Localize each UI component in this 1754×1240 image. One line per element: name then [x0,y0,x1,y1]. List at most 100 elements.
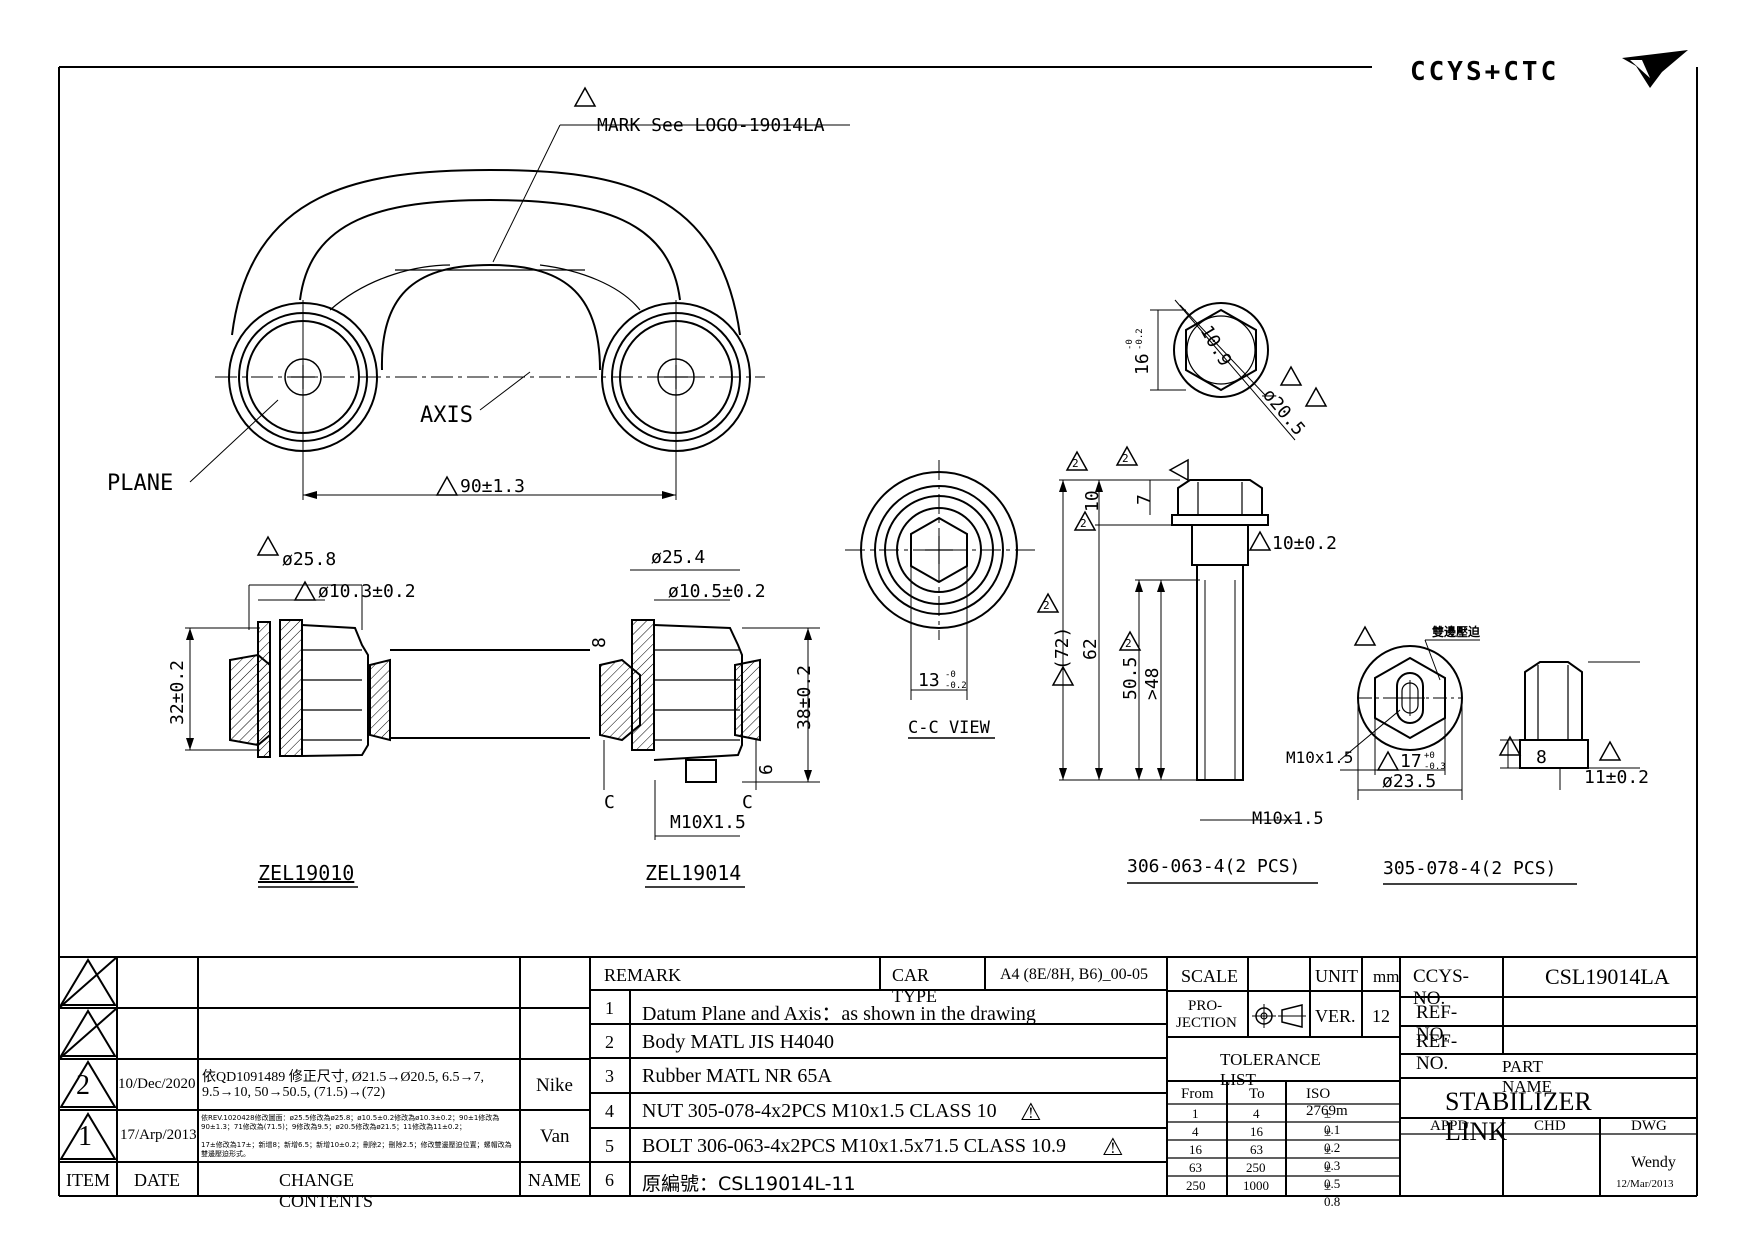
nut-side [1498,661,1640,790]
zel19014-flange: 8 [589,637,610,648]
zel19010-title: ZEL19010 [258,861,354,885]
rev-item-1: 1 [78,1121,92,1152]
tol-row-3-to: 63 [1250,1142,1263,1157]
remark-text-6: 原編號：CSL19014L-11 [642,1173,856,1195]
tol-row-2-to: 16 [1250,1124,1263,1139]
tol-row-1-tol: ± 0.1 [1324,1106,1341,1137]
nut-flange-dia: ø23.5 [1382,771,1436,792]
remark-warn-icon-5: ⚠ [1102,1133,1124,1161]
bolt-min-thread: >48 [1142,667,1163,700]
projection-label-2: JECTION [1176,1015,1237,1031]
section-mark-c1: C [604,792,615,813]
rev-mark-4: 2 [1125,637,1132,650]
remark-text-3: Rubber MATL NR 65A [642,1065,832,1087]
mark-note: MARK See LOGO-19014LA [597,115,825,136]
tol-row-1-to: 4 [1253,1106,1260,1121]
tol-row-4-to: 250 [1246,1160,1266,1175]
ref-label-1: REF-NO. [1416,1002,1458,1045]
zel19010-bore-dia: ø10.3±0.2 [318,581,416,602]
remark-no-1: 1 [605,998,614,1018]
car-type-label: CAR TYPE [892,965,937,1006]
dwg-date: 12/Mar/2013 [1616,1178,1674,1190]
bolt-flange-dia: ø20.5 [1258,385,1309,440]
bolt-title: 306-063-4(2 PCS) [1127,856,1300,877]
rev-contents-2: 依QD1091489 修正尺寸, Ø21.5→Ø20.5, 6.5→7, [202,1070,484,1085]
chd-label: CHD [1534,1118,1566,1134]
dwg-label: DWG [1631,1118,1667,1134]
cc-view [845,460,1035,700]
bolt-head-af-upper: -0 [1125,339,1135,350]
rev-contents-1-line2: 17±修改為17±；新增8；新增6.5；新增10±0.2；刪除2；刪除2.5；修… [201,1141,512,1158]
remark-no-3: 3 [605,1066,614,1086]
bolt-head-af-lower: -0.2 [1135,328,1145,350]
zel19014-step: 6 [756,764,777,775]
remark-no-4: 4 [605,1101,614,1121]
nut-top [1339,625,1480,800]
tol-row-4-from: 63 [1189,1160,1202,1175]
brand-text: CCYS+CTC [1410,57,1559,87]
tol-row-5-tol: ± 0.8 [1324,1178,1341,1209]
bolt-shank: 62 [1080,638,1101,660]
zel19014-outer-dia: ø25.4 [651,547,705,568]
rev-name-1: Van [540,1126,570,1147]
bolt-total-len: (72) [1052,627,1073,670]
nut-hex: 17 [1400,751,1422,772]
tol-row-5-to: 1000 [1243,1178,1269,1193]
bolt-collar: 10±0.2 [1272,533,1337,554]
tol-row-5-from: 250 [1186,1178,1206,1193]
zel19010-height: 32±0.2 [167,660,188,725]
rev-date-1: 17/Arp/2013 [120,1127,197,1143]
nut-hex-lower: -0.3 [1424,762,1446,772]
axis-label: AXIS [420,403,473,428]
remark-text-5: BOLT 306-063-4x2PCS M10x1.5x71.5 CLASS 1… [642,1135,1066,1157]
tol-header-from: From [1181,1086,1214,1102]
remark-text-2: Body MATL JIS H4040 [642,1031,835,1053]
title-block-grid [59,956,1697,1196]
bolt-thread: M10x1.5 [1252,809,1324,829]
bolt-side [1036,445,1300,821]
projection-label-1: PRO- [1188,998,1223,1014]
tol-header-iso: ISO 2769m [1306,1086,1348,1119]
rev-mark-1: 2 [1072,457,1079,470]
nut-height: 8 [1536,747,1547,768]
remark-text-4: NUT 305-078-4x2PCS M10x1.5 CLASS 10 [642,1100,997,1122]
rev-mark-5: 2 [1080,517,1087,530]
part-name-label: PART NAME [1502,1057,1553,1096]
bolt-thread-len: 50.5 [1120,657,1141,700]
tol-header-to: To [1249,1086,1265,1102]
car-type-value: A4 (8E/8H, B6)_00-05 [1000,966,1148,983]
remark-no-6: 6 [605,1170,614,1190]
remark-no-2: 2 [605,1032,614,1052]
tol-row-4-tol: ± 0.5 [1324,1160,1341,1191]
remark-text-1: Datum Plane and Axis：as shown in the dra… [642,1003,1036,1025]
bolt-head-af: 16 [1132,353,1153,375]
ver-label: VER. [1315,1006,1356,1026]
zel19014-bore-dia: ø10.5±0.2 [668,581,766,602]
rev-mark-3: 2 [1043,599,1050,612]
remark-no-5: 5 [605,1136,614,1156]
top-view [189,86,850,500]
rev-col-contents: CHANGE CONTENTS [279,1170,373,1211]
ref-label-2: REF-NO. [1416,1031,1458,1074]
zel19014-title: ZEL19014 [645,861,741,885]
zel19014-height: 38±0.2 [794,665,815,730]
cc-hex-tol-upper: -0 [945,670,956,680]
rev-item-2: 2 [76,1070,90,1101]
tol-row-2-tol: ± 0.2 [1324,1124,1341,1155]
cc-view-title: C-C VIEW [908,718,991,738]
revision-triangles [58,956,118,1160]
remark-header: REMARK [604,965,682,985]
part-name: STABILIZER LINK [1445,1087,1592,1146]
nut-thread: M10x1.5 [1286,748,1353,767]
tol-row-3-tol: ± 0.3 [1324,1142,1341,1173]
bolt-head-total: 10 [1082,490,1103,512]
unit-label: UNIT [1315,966,1358,986]
tolerance-title: TOLERANCE LIST [1220,1050,1321,1089]
zel19010-section [185,535,590,758]
rev-name-2: Nike [536,1075,573,1096]
tol-row-2-from: 4 [1192,1124,1199,1139]
tol-row-1-from: 1 [1192,1106,1199,1121]
zel19014-section [599,569,820,840]
projection-symbol-icon [1252,1004,1306,1028]
